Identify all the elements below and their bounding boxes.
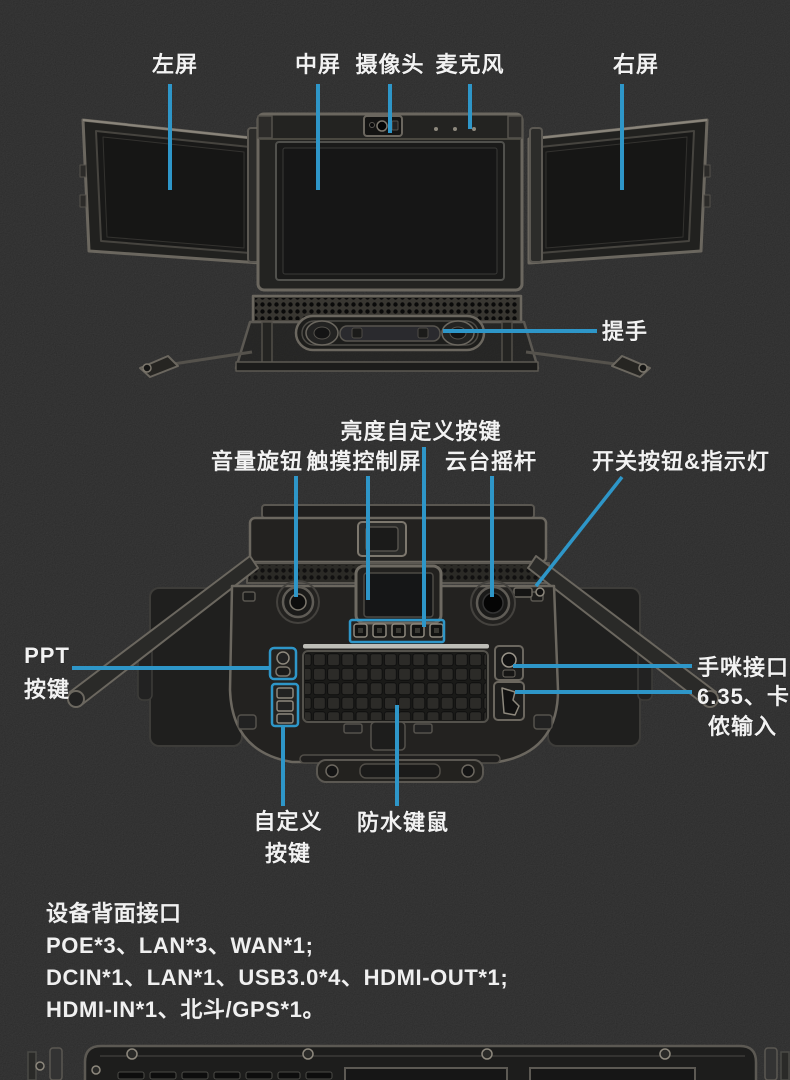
label-right-screen: 右屏	[612, 52, 660, 77]
keyboard-center-pad	[370, 721, 406, 751]
label-ppt-line2: 按键	[23, 677, 71, 702]
front-left-screen	[79, 118, 263, 265]
rear-port-group-right	[529, 1067, 696, 1080]
front-handle	[294, 314, 486, 352]
top-body-left-latch	[242, 591, 256, 602]
label-mic-port-line2: 6.35、卡	[697, 684, 790, 709]
label-touch-screen: 触摸控制屏	[306, 449, 422, 474]
label-handle: 提手	[602, 319, 649, 344]
label-microphone: 麦克风	[435, 52, 505, 77]
label-power-button: 开关按钮&指示灯	[592, 449, 770, 474]
status-light-bar	[303, 644, 489, 649]
keyboard-foot-right	[413, 723, 433, 734]
leader-lines	[72, 84, 692, 806]
label-joystick: 云台摇杆	[444, 449, 538, 474]
ppt-button	[275, 651, 291, 677]
label-custom-buttons-line2: 按键	[264, 841, 312, 866]
front-right-foot	[611, 355, 651, 378]
rear-view-partial	[27, 1044, 790, 1080]
label-custom-buttons-line1: 自定义	[253, 809, 323, 834]
label-waterproof-keyboard: 防水键鼠	[356, 810, 450, 835]
label-left-screen: 左屏	[151, 52, 199, 77]
front-left-foot	[139, 355, 179, 378]
front-right-screen	[527, 118, 711, 265]
rear-port-group-left	[344, 1067, 508, 1080]
front-right-hinge	[529, 127, 543, 263]
top-folded-screens	[248, 504, 548, 564]
front-view-device	[79, 112, 711, 378]
front-middle-screen	[256, 112, 524, 292]
brightness-custom-buttons	[353, 623, 444, 638]
front-microphone-holes	[434, 127, 476, 131]
front-camera	[363, 115, 403, 137]
leader-power-button	[534, 475, 624, 588]
waterproof-keyboard	[302, 650, 489, 723]
ppt-button-highlight-box	[268, 646, 298, 681]
power-button-and-indicator	[513, 587, 545, 598]
label-ppt-line1: PPT	[24, 643, 70, 668]
hand-mic-port	[494, 645, 524, 681]
brightness-buttons-highlight-box	[348, 618, 446, 644]
rear-ports-line-1: POE*3、LAN*3、WAN*1;	[46, 933, 314, 958]
label-mic-port-line1: 手咪接口	[697, 655, 790, 680]
rear-screws	[35, 1048, 671, 1075]
top-body-right-tab	[533, 714, 553, 730]
touch-control-screen	[354, 564, 443, 625]
label-middle-screen: 中屏	[294, 52, 342, 77]
gimbal-joystick	[470, 580, 516, 626]
audio-input-jack	[493, 681, 525, 721]
custom-buttons-highlight-box	[270, 682, 300, 728]
top-bottom-hinge	[299, 754, 501, 783]
label-brightness-buttons: 亮度自定义按键	[340, 419, 502, 444]
label-mic-port-line3: 侬输入	[708, 714, 778, 739]
rear-ports-spec: 设备背面接口 POE*3、LAN*3、WAN*1; DCIN*1、LAN*1、U…	[46, 898, 508, 1026]
rear-vent-slots	[117, 1071, 333, 1080]
rear-ports-title: 设备背面接口	[46, 901, 182, 926]
keyboard-foot-left	[343, 723, 363, 734]
top-right-arm	[527, 555, 719, 708]
rear-ports-line-3: HDMI-IN*1、北斗/GPS*1。	[46, 997, 326, 1022]
top-body-left-tab	[237, 714, 257, 730]
rear-ports-line-2: DCIN*1、LAN*1、USB3.0*4、HDMI-OUT*1;	[46, 965, 509, 990]
label-camera: 摄像头	[355, 52, 425, 77]
custom-buttons	[276, 687, 294, 724]
label-volume-knob: 音量旋钮	[210, 449, 304, 474]
